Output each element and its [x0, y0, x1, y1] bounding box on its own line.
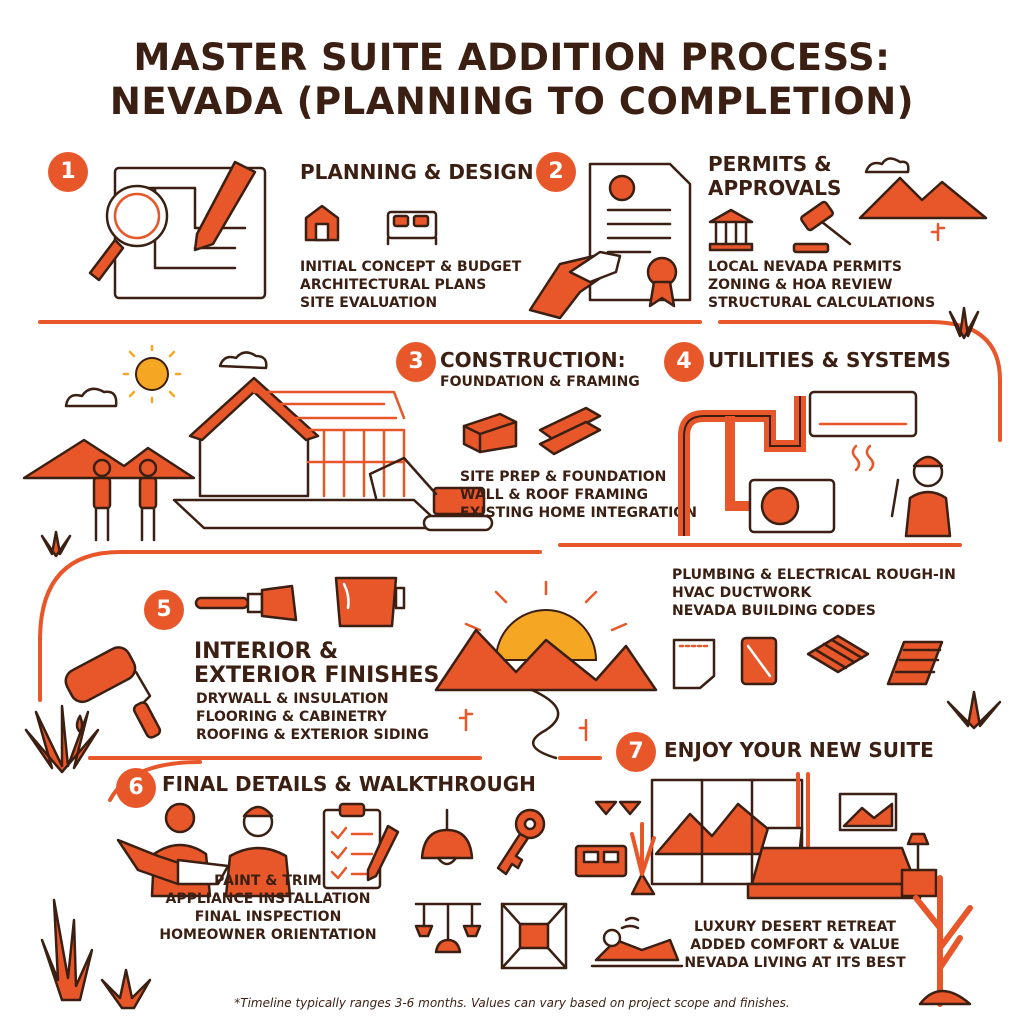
handshake-scene: [116, 802, 292, 898]
plumbing-hvac-scene: [678, 390, 952, 538]
step-2-item-list: LOCAL NEVADA PERMITS ZONING & HOA REVIEW…: [708, 258, 935, 312]
step-7-item: NEVADA LIVING AT ITS BEST: [684, 955, 906, 971]
desert-agave-icon: [24, 704, 100, 774]
sun-cloud-icon: [122, 344, 268, 404]
step-4-item: NEVADA BUILDING CODES: [672, 603, 876, 619]
page-title-line1: MASTER SUITE ADDITION PROCESS:: [133, 36, 891, 79]
timeline-footnote: *Timeline typically ranges 3-6 months. V…: [234, 996, 790, 1010]
step-6-item: PAINT & TRIM: [214, 873, 322, 889]
finish-materials-icons: [672, 634, 944, 690]
construction-worker-1: [92, 458, 112, 542]
step-5-heading-line1: INTERIOR &: [194, 639, 339, 664]
pendant-lamp-icon: [420, 808, 474, 866]
paint-bucket-icon: [334, 576, 406, 628]
step-3-item: SITE PREP & FOUNDATION: [460, 469, 667, 485]
step-3-item-list: SITE PREP & FOUNDATION WALL & ROOF FRAMI…: [460, 468, 697, 522]
page-title-line2: NEVADA (PLANNING TO COMPLETION): [109, 80, 915, 123]
step-7-item: LUXURY DESERT RETREAT: [694, 919, 896, 935]
desert-plants-left: [40, 898, 152, 1010]
cloud-icon: [64, 387, 118, 408]
step-4-item-list: PLUMBING & ELECTRICAL ROUGH-IN HVAC DUCT…: [672, 566, 956, 620]
step-6-item: HOMEOWNER ORIENTATION: [159, 927, 377, 943]
step-3-item: WALL & ROOF FRAMING: [460, 487, 648, 503]
step-4-item: PLUMBING & ELECTRICAL ROUGH-IN: [672, 567, 956, 583]
step-7-item: ADDED COMFORT & VALUE: [690, 937, 900, 953]
step-1-item: ARCHITECTURAL PLANS: [300, 277, 487, 293]
step-5-item: DRYWALL & INSULATION: [196, 691, 389, 707]
light-fixtures-and-room-icons: [414, 902, 568, 970]
step-4-item: HVAC DUCTWORK: [672, 585, 812, 601]
paintbrush-icon: [194, 584, 298, 622]
gavel-icon: [792, 200, 852, 254]
step-7-heading: ENJOY YOUR NEW SUITE: [664, 738, 934, 762]
step-3-number-badge: 3: [396, 342, 436, 382]
step-1-number-badge: 1: [48, 152, 88, 192]
step-2-item: ZONING & HOA REVIEW: [708, 277, 893, 293]
step-2-item: LOCAL NEVADA PERMITS: [708, 259, 902, 275]
permit-document-icon: [528, 162, 692, 320]
construction-worker-2: [138, 458, 158, 542]
step-5-item: ROOFING & EXTERIOR SIDING: [196, 727, 429, 743]
step-5-number-badge: 5: [144, 590, 184, 630]
step-3-subheading: FOUNDATION & FRAMING: [440, 374, 640, 390]
hvac-technician: [890, 455, 952, 538]
step-5-item: FLOORING & CABINETRY: [196, 709, 387, 725]
step-5-heading-line2: EXTERIOR FINISHES: [194, 663, 440, 688]
step-1-item-list: INITIAL CONCEPT & BUDGET ARCHITECTURAL P…: [300, 258, 521, 312]
desert-sunset-road-scene: [434, 580, 658, 760]
step-4-number-badge: 4: [664, 342, 704, 382]
step-7-item-list: LUXURY DESERT RETREAT ADDED COMFORT & VA…: [680, 918, 910, 972]
blueprint-magnifier-icon: [88, 160, 267, 300]
house-key-icon: [496, 808, 546, 876]
inspection-checklist-icon: [322, 802, 400, 890]
step-2-heading-line2: APPROVALS: [708, 176, 842, 200]
desert-shrub-icon: [948, 306, 980, 340]
step-6-item-list: PAINT & TRIM APPLIANCE INSTALLATION FINA…: [148, 872, 388, 944]
lumber-icons: [462, 406, 602, 456]
step-1-item: SITE EVALUATION: [300, 295, 438, 311]
paint-roller-icon: [64, 646, 162, 739]
relaxing-person-icon: [590, 916, 684, 968]
step-1-heading: PLANNING & DESIGN: [300, 160, 534, 184]
excavator: [368, 456, 494, 532]
desert-plants-right: [913, 875, 973, 1007]
master-suite-bedroom-scene: [574, 772, 938, 900]
step-3-item: EXISTING HOME INTEGRATION: [460, 505, 697, 521]
step-2-number-badge: 2: [536, 152, 576, 192]
step-1-item: INITIAL CONCEPT & BUDGET: [300, 259, 522, 275]
step-3-heading: CONSTRUCTION:: [440, 348, 626, 372]
desert-shrub-icon: [40, 530, 72, 558]
step-4-heading: UTILITIES & SYSTEMS: [708, 348, 951, 372]
step-2-item: STRUCTURAL CALCULATIONS: [708, 295, 936, 311]
bed-icon: [386, 210, 438, 246]
step-7-number-badge: 7: [616, 732, 656, 772]
step-6-heading: FINAL DETAILS & WALKTHROUGH: [162, 772, 536, 796]
step-6-item: APPLIANCE INSTALLATION: [165, 891, 371, 907]
construction-site-scene: [22, 376, 494, 542]
desert-mountains-icon: [858, 157, 988, 242]
desert-shrub-icon: [946, 690, 1002, 730]
step-6-number-badge: 6: [116, 768, 156, 808]
step-5-item-list: DRYWALL & INSULATION FLOORING & CABINETR…: [196, 690, 429, 744]
step-2-heading-line1: PERMITS &: [708, 152, 832, 176]
step-6-item: FINAL INSPECTION: [194, 909, 342, 925]
house-plan-icon: [304, 204, 340, 242]
courthouse-icon: [708, 208, 754, 252]
